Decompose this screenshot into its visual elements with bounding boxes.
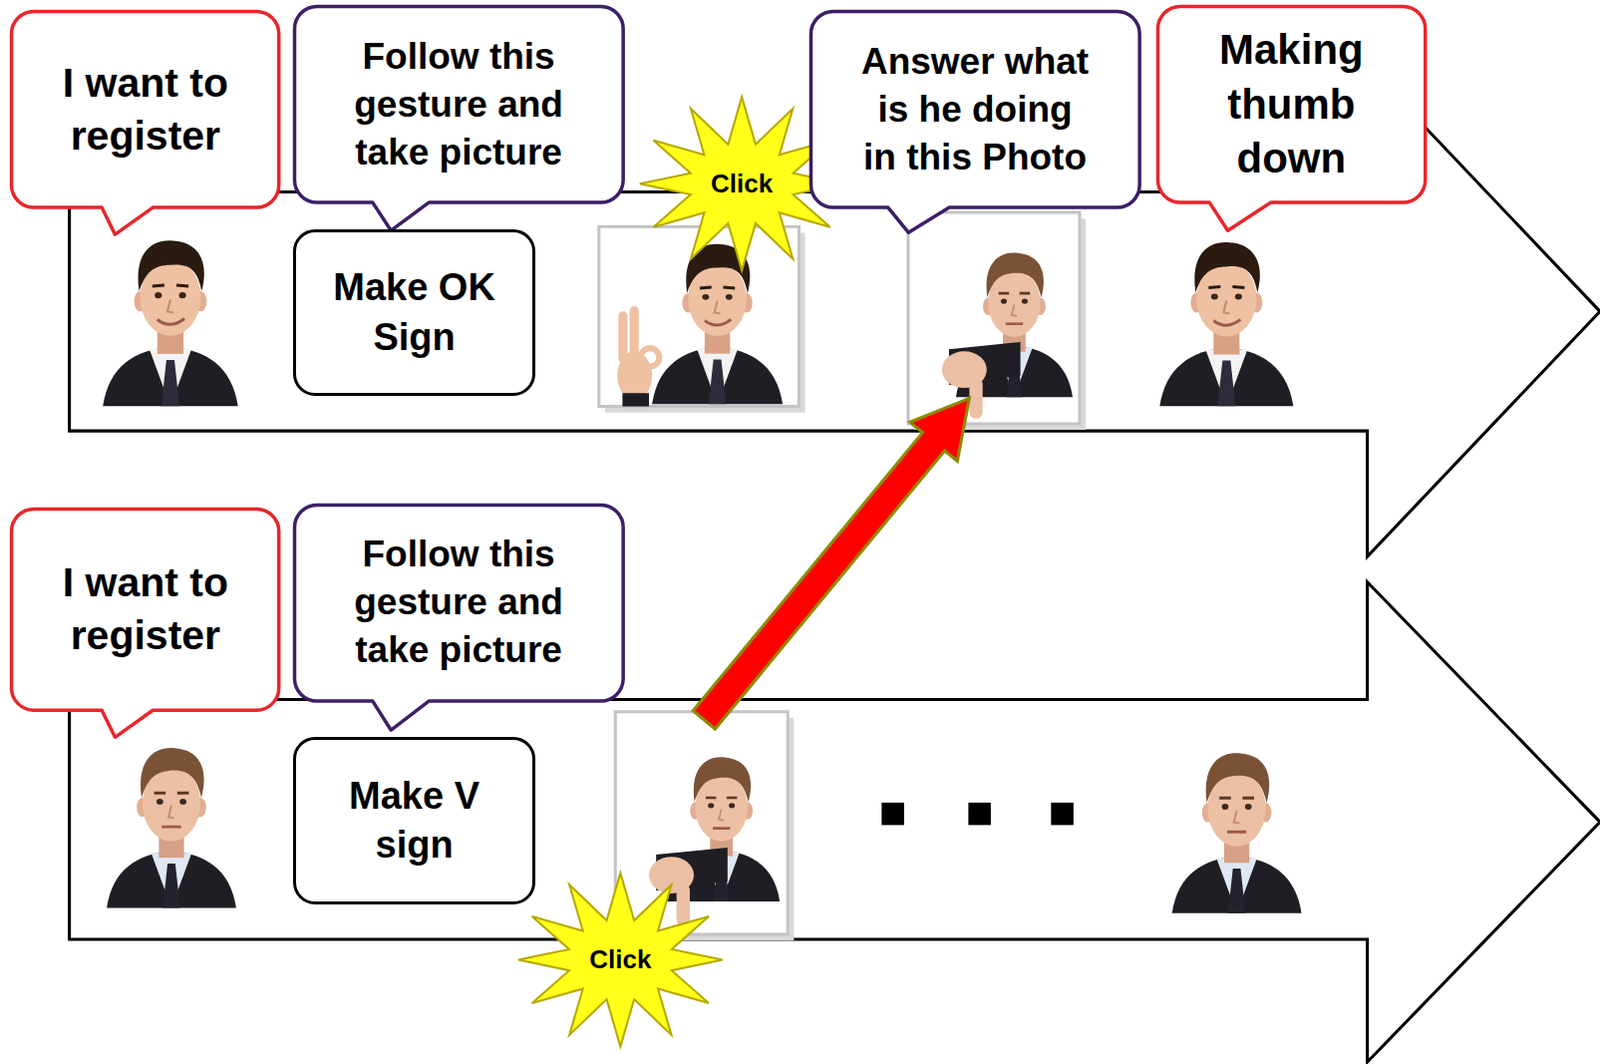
bubble-text: Follow this gesture and take picture: [328, 32, 589, 177]
bubble-path: [294, 504, 624, 730]
person-photo: [1159, 242, 1293, 406]
speech-bubble: I want to register: [9, 507, 281, 712]
bubble-text: Making thumb down: [1179, 22, 1404, 187]
person-photo: [1172, 752, 1302, 913]
speech-bubble: I want to register: [9, 9, 281, 210]
instruction-box: Make OK Sign: [293, 229, 537, 396]
click-starburst: [518, 873, 723, 1047]
person-photo: [106, 747, 237, 908]
speech-bubble: Answer what is he doing in this Photo: [809, 9, 1142, 210]
box-text: Make OK Sign: [315, 263, 515, 362]
ellipsis-dot: [967, 802, 991, 826]
speech-bubble: Making thumb down: [1156, 4, 1427, 205]
bubble-text: I want to register: [20, 56, 271, 164]
bubble-text: Answer what is he doing in this Photo: [857, 37, 1093, 182]
bubble-outline: [9, 9, 281, 210]
bubble-text: I want to register: [20, 556, 271, 663]
red-arrow: [692, 397, 969, 729]
thumb-down-photo: [615, 711, 794, 941]
speech-bubble: Follow this gesture and take picture: [293, 4, 626, 205]
instruction-box: Make V sign: [293, 736, 537, 905]
thumb-down-photo: [908, 212, 1086, 430]
bubble-path: [11, 11, 280, 236]
ellipsis-dot: [1050, 802, 1074, 826]
bubble-path: [1157, 6, 1425, 232]
bubble-path: [810, 11, 1140, 234]
bubble-outline: [9, 507, 281, 712]
bubble-text: Follow this gesture and take picture: [328, 530, 589, 674]
ok-sign-photo: [599, 226, 806, 412]
speech-bubble: Follow this gesture and take picture: [293, 503, 626, 703]
bubble-path: [11, 508, 280, 737]
ellipsis-dot: [881, 802, 905, 826]
person-photo: [102, 240, 239, 406]
click-label: Click: [589, 944, 651, 975]
box-text: Make V sign: [315, 771, 515, 871]
bubble-path: [294, 6, 624, 232]
click-label: Click: [710, 168, 773, 200]
